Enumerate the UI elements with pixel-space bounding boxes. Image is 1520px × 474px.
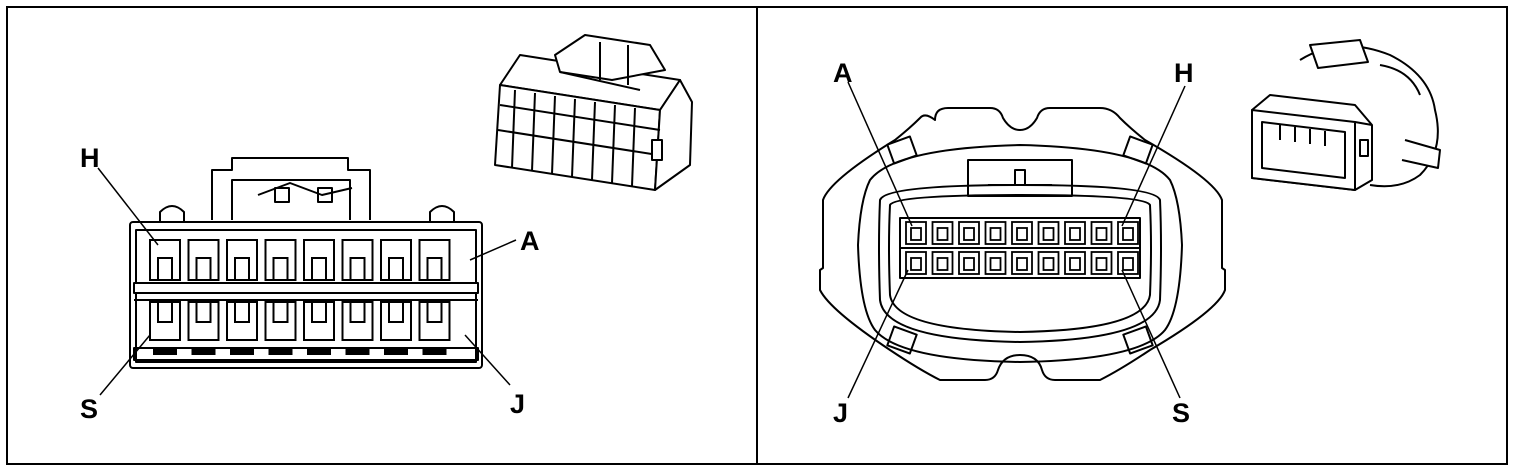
left-leader-lines: [97, 167, 517, 396]
terminal-contact: [157, 257, 173, 281]
leader-line-s: [99, 334, 151, 396]
terminal-contact: [1069, 257, 1081, 271]
leader-line-a: [847, 81, 913, 227]
terminal-latch-tab: [268, 347, 293, 355]
pin-label-top-left: A: [833, 58, 853, 88]
terminal-contact: [349, 301, 366, 323]
terminal-latch-tab: [345, 347, 370, 355]
terminal-contact: [1016, 227, 1028, 241]
terminal-contact: [989, 257, 1002, 271]
right-connector-panel: A H J S: [819, 39, 1441, 428]
leader-line-h: [1121, 85, 1186, 227]
terminal-contact: [1042, 227, 1055, 241]
leader-line-s: [1121, 269, 1181, 399]
leader-line-a: [469, 239, 517, 261]
right-connector-3d-view: [1251, 39, 1441, 191]
terminal-contact: [936, 257, 949, 271]
terminal-contact: [388, 257, 404, 281]
terminal-latch-tab: [422, 347, 447, 355]
terminal-contact: [1042, 257, 1055, 271]
terminal-contact: [1069, 227, 1081, 241]
terminal-latch-tab: [384, 347, 408, 355]
terminal-contact: [195, 257, 212, 281]
terminal-contact: [426, 301, 443, 323]
terminal-contact: [311, 257, 327, 281]
leader-line-j: [464, 334, 511, 386]
terminal-contact: [157, 301, 173, 323]
terminal-latch-tab: [230, 347, 254, 355]
pin-label-bottom-right: J: [510, 389, 525, 419]
pin-label-top-left: H: [80, 143, 100, 173]
terminal-contact: [1095, 227, 1108, 241]
terminal-contact: [989, 227, 1002, 241]
leader-line-j: [847, 269, 909, 399]
terminal-contact: [1122, 227, 1134, 241]
left-terminal-cavities: [149, 239, 451, 355]
terminal-contact: [1122, 257, 1134, 271]
terminal-contact: [910, 257, 922, 271]
terminal-contact: [388, 301, 404, 323]
terminal-contact: [311, 301, 327, 323]
terminal-latch-tab: [153, 347, 177, 355]
left-connector-3d-view: [494, 34, 693, 191]
terminal-contact: [1016, 257, 1028, 271]
terminal-contact: [1095, 257, 1108, 271]
right-terminal-cavities: [905, 221, 1139, 275]
terminal-contact: [272, 301, 289, 323]
left-connector-face: [129, 157, 483, 369]
pin-label-bottom-left: S: [80, 394, 98, 424]
right-leader-lines: [847, 81, 1186, 399]
pin-label-top-right: H: [1174, 58, 1194, 88]
terminal-contact: [195, 301, 212, 323]
terminal-contact: [349, 257, 366, 281]
leader-line-h: [97, 167, 159, 246]
terminal-contact: [963, 227, 975, 241]
terminal-contact: [963, 257, 975, 271]
terminal-contact: [426, 257, 443, 281]
terminal-latch-tab: [191, 347, 216, 355]
pin-label-top-right: A: [520, 226, 540, 256]
pin-label-bottom-left: J: [833, 398, 848, 428]
terminal-contact: [234, 257, 250, 281]
terminal-contact: [272, 257, 289, 281]
terminal-contact: [910, 227, 922, 241]
right-connector-face: [819, 107, 1226, 381]
terminal-latch-tab: [307, 347, 331, 355]
pin-label-bottom-right: S: [1172, 398, 1190, 428]
terminal-contact: [234, 301, 250, 323]
terminal-contact: [936, 227, 949, 241]
left-connector-panel: H A S J: [80, 34, 693, 424]
